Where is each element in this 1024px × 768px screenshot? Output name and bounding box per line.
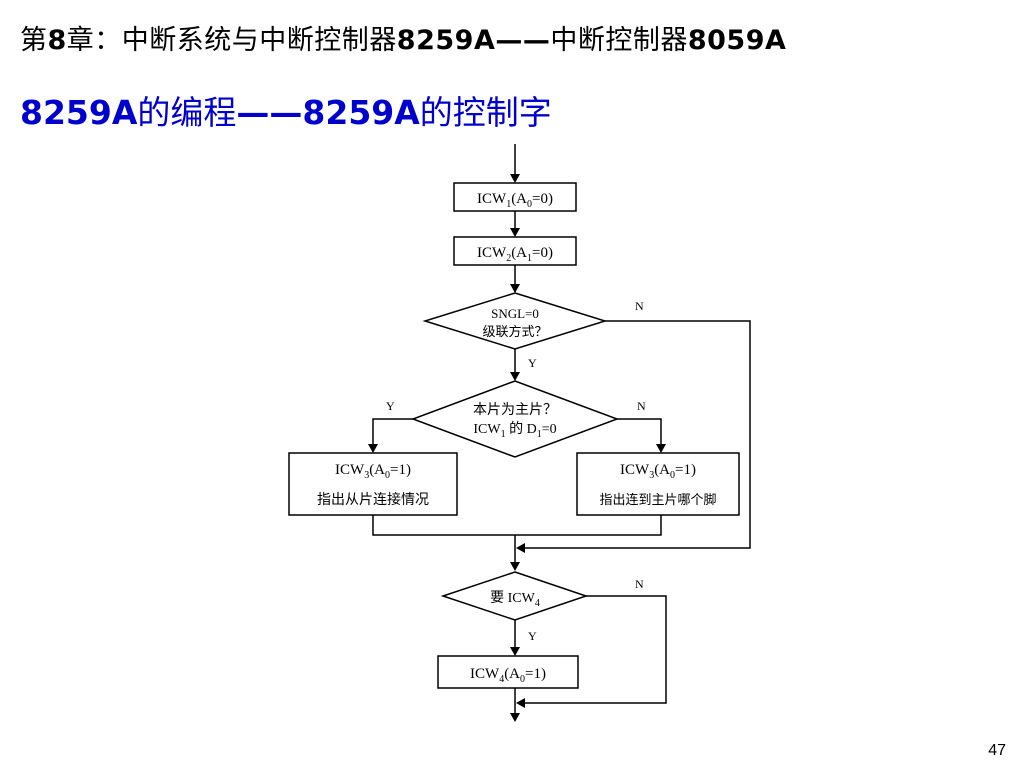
icw4-box: ICW4(A0=1) [437,655,579,689]
decision-master-value: =0 [542,422,557,437]
icw2-open: (A [511,245,527,261]
icw4-name: ICW [470,666,500,682]
title-chapter-number: 8 [47,25,67,56]
icw3-master-name: ICW [620,462,650,478]
icw3-master-a-subscript: 0 [670,470,675,481]
icw4-a-subscript: 0 [520,674,525,685]
title-text-controller: 中断控制器 [550,25,688,56]
svg-text:ICW3(A0=1): ICW3(A0=1) [335,462,411,481]
icw2-a-subscript: 1 [527,253,532,264]
icw1-box: ICW1(A0=0) [453,182,577,212]
icw1-a-subscript: 0 [527,199,532,210]
decision-master-line1: 本片为主片？ [473,402,557,418]
decision-cascade-mode: SNGL=0 级联方式？ Y N [422,292,644,370]
title-chip-8259a: 8259A—— [396,25,551,56]
icw3-slave-a-subscript: 0 [385,470,390,481]
svg-text:ICW1(A0=0): ICW1(A0=0) [477,191,553,210]
decision-cascade-line2: 级联方式？ [482,324,547,340]
decision-master-icw: ICW [473,422,501,437]
decision-master-bit: 的 D [506,421,537,437]
icw-flowchart: ICW1(A0=0) ICW2(A1=0) SNGL=0 级联方式？ Y N 本… [288,144,751,722]
page-number: 47 [988,742,1006,759]
icw2-name: ICW [477,245,507,261]
icw1-name: ICW [477,191,507,207]
icw3-master-box: ICW3(A0=1) 指出连到主片哪个脚 [576,452,740,516]
svg-text:ICW2(A1=0): ICW2(A1=0) [477,245,553,264]
decision-master-chip: 本片为主片？ ICW1 的 D1=0 Y N [386,380,646,458]
decision-master-icw-subscript: 1 [501,429,506,440]
decision-need-icw4: 要 ICW4 Y N [440,571,644,643]
icw3-slave-subscript: 3 [364,470,369,481]
icw1-close: =0) [532,191,553,207]
icw3-slave-name: ICW [335,462,365,478]
icw2-subscript: 2 [506,253,511,264]
slide-subtitle: 8259A的编程——8259A的控制字 [20,86,552,134]
svg-text:ICW3(A0=1): ICW3(A0=1) [620,462,696,481]
icw3-slave-description: 指出从片连接情况 [317,491,429,508]
icw4-close: =1) [525,666,546,682]
icw3-slave-close: =1) [390,462,411,478]
decision-icw4-subscript: 4 [535,598,540,609]
decision-icw4-label: 要 ICW [490,591,535,606]
icw3-master-open: (A [654,462,670,478]
decision-icw4-yes-label: Y [528,629,537,643]
title-text-topic: 章：中断系统与中断控制器 [66,25,397,56]
icw3-slave-box: ICW3(A0=1) 指出从片连接情况 [288,452,458,516]
title-chip-8059a: 8059A [687,25,787,56]
svg-text:要 ICW4: 要 ICW4 [490,591,540,609]
decision-cascade-no-label: N [635,299,644,313]
icw3-master-description: 指出连到主片哪个脚 [599,492,716,508]
icw2-box: ICW2(A1=0) [453,236,577,266]
decision-master-yes-label: Y [386,399,395,413]
subtitle-programming: 的编程 [137,93,237,132]
title-text-chapter: 第 [20,25,48,56]
svg-text:ICW1 的 D1=0: ICW1 的 D1=0 [473,421,556,440]
subtitle-chip: 8259A [20,93,138,132]
decision-icw4-no-label: N [635,577,644,591]
svg-text:ICW4(A0=1): ICW4(A0=1) [470,666,546,685]
icw4-open: (A [504,666,520,682]
icw4-subscript: 4 [499,674,504,685]
icw3-slave-open: (A [369,462,385,478]
icw3-master-subscript: 3 [649,470,654,481]
decision-cascade-line1: SNGL=0 [491,306,539,321]
icw2-close: =0) [532,245,553,261]
flow-connectors [368,144,751,722]
subtitle-chip-2: ——8259A [236,93,420,132]
icw1-open: (A [511,191,527,207]
subtitle-control-word: 的控制字 [419,93,552,132]
decision-cascade-yes-label: Y [528,356,537,370]
icw3-master-close: =1) [675,462,696,478]
icw1-subscript: 1 [506,199,511,210]
decision-master-no-label: N [637,399,646,413]
decision-master-bit-subscript: 1 [537,429,542,440]
slide-title: 第8章：中断系统与中断控制器8259A——中断控制器8059A [20,18,786,57]
